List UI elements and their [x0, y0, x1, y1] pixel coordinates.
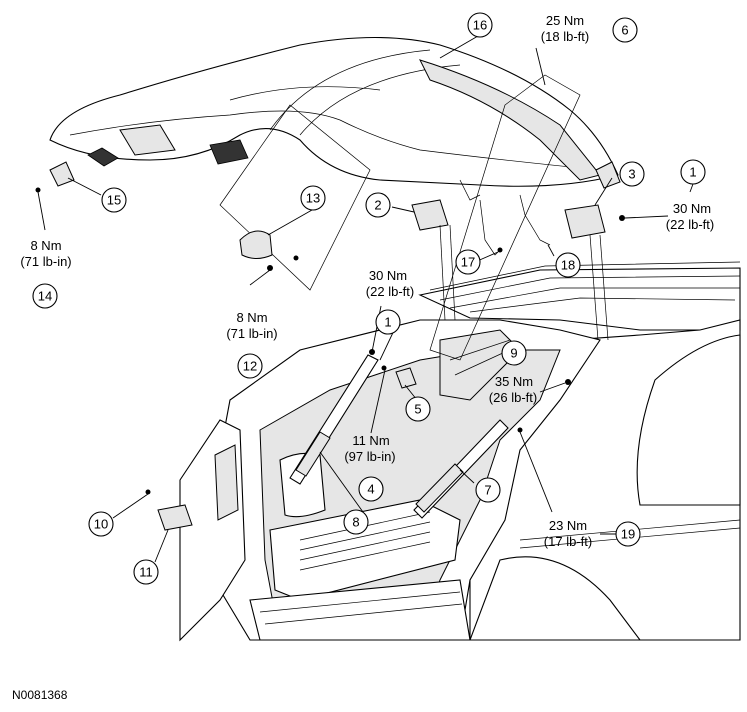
- torque-line: 8 Nm: [30, 238, 61, 253]
- rear-wheel-arch: [469, 556, 642, 641]
- bolt-item-19: [517, 427, 523, 433]
- bolt-item-13a: [293, 255, 299, 261]
- svg-text:13: 13: [306, 191, 320, 206]
- svg-text:8: 8: [352, 515, 359, 530]
- callout-18: 18: [555, 252, 581, 278]
- liftgate-corner-cap: [595, 161, 621, 189]
- callout-13: 13: [300, 185, 326, 211]
- hinges-and-fasteners: [35, 161, 625, 531]
- torque-line: 11 Nm: [352, 433, 389, 448]
- svg-text:4: 4: [367, 482, 374, 497]
- callout-15: 15: [101, 187, 127, 213]
- callout-1: 1: [680, 159, 706, 185]
- striker-area: [439, 329, 521, 401]
- svg-text:9: 9: [510, 346, 517, 361]
- bolt-item-1-upper: [619, 215, 625, 221]
- torque-line: (18 lb-ft): [541, 29, 589, 44]
- callout-5: 5: [405, 396, 431, 422]
- figure-code: N0081368: [12, 688, 68, 702]
- torque-line: (22 lb-ft): [666, 217, 714, 232]
- torque-line: 35 Nm: [495, 374, 533, 389]
- svg-text:7: 7: [484, 483, 491, 498]
- svg-text:3: 3: [628, 167, 635, 182]
- svg-text:6: 6: [621, 23, 628, 38]
- svg-text:19: 19: [621, 527, 635, 542]
- latch-handle-pocket: [87, 147, 119, 167]
- callouts: 16 6 3 1 2 15 13 17 18 14 1 12 9 5 4 7 8…: [32, 12, 706, 585]
- torque-line: 25 Nm: [546, 13, 584, 28]
- bumper-item-13: [239, 230, 273, 259]
- torque-line: 30 Nm: [673, 201, 711, 216]
- bolt-item-12: [267, 265, 273, 271]
- callout-1-lower: 1: [375, 309, 401, 335]
- callout-19: 19: [615, 521, 641, 547]
- bolt-item-14: [35, 187, 41, 193]
- torque-line: (71 lb-in): [226, 326, 277, 341]
- callout-3: 3: [619, 161, 645, 187]
- svg-text:15: 15: [107, 193, 121, 208]
- torque-line: 30 Nm: [369, 268, 407, 283]
- rear-camera-housing: [119, 124, 176, 156]
- latch-bracket-item-15: [49, 161, 75, 187]
- striker-item-11: [157, 504, 193, 531]
- callout-16: 16: [467, 12, 493, 38]
- callout-2: 2: [365, 192, 391, 218]
- torque-line: 8 Nm: [236, 310, 267, 325]
- tail-lamp: [214, 444, 239, 521]
- callout-6: 6: [612, 17, 638, 43]
- svg-text:1: 1: [689, 165, 696, 180]
- ball-stud-item-5: [395, 367, 417, 389]
- left-strut-body: [295, 431, 331, 477]
- callout-7: 7: [475, 477, 501, 503]
- callout-4: 4: [358, 476, 384, 502]
- svg-text:18: 18: [561, 258, 575, 273]
- callout-11: 11: [133, 559, 159, 585]
- liftgate-assembly: [49, 36, 621, 361]
- svg-text:12: 12: [243, 359, 257, 374]
- torque-line: (97 lb-in): [344, 449, 395, 464]
- torque-line: 23 Nm: [549, 518, 587, 533]
- torque-line: (17 lb-ft): [544, 534, 592, 549]
- quarter-trim-pocket: [279, 452, 326, 518]
- svg-text:14: 14: [38, 289, 52, 304]
- svg-text:11: 11: [139, 565, 153, 580]
- gas-struts: [289, 354, 509, 519]
- callout-10: 10: [88, 511, 114, 537]
- torque-line: (71 lb-in): [20, 254, 71, 269]
- right-hinge-item-3: [564, 204, 606, 239]
- svg-text:1: 1: [384, 315, 391, 330]
- bolt-item-4: [381, 365, 387, 371]
- svg-text:10: 10: [94, 517, 108, 532]
- callout-14: 14: [32, 283, 58, 309]
- right-strut-body: [415, 463, 464, 513]
- callout-9: 9: [501, 340, 527, 366]
- rear-side-window: [636, 334, 741, 506]
- torque-line: (26 lb-ft): [489, 390, 537, 405]
- svg-text:16: 16: [473, 18, 487, 33]
- callout-12: 12: [237, 353, 263, 379]
- callout-17: 17: [455, 249, 481, 275]
- left-hinge-item-2: [411, 199, 449, 231]
- callout-8: 8: [343, 509, 369, 535]
- svg-text:2: 2: [374, 198, 381, 213]
- torque-labels: 25 Nm (18 lb-ft) 30 Nm (22 lb-ft) 8 Nm (…: [20, 13, 714, 549]
- bolt-item-9: [565, 379, 571, 385]
- vehicle-body: [179, 261, 741, 642]
- svg-text:17: 17: [461, 255, 475, 270]
- torque-line: (22 lb-ft): [366, 284, 414, 299]
- license-lamp-pocket: [209, 139, 249, 165]
- bolt-item-10: [145, 489, 151, 495]
- svg-text:5: 5: [414, 402, 421, 417]
- rear-sill: [249, 579, 471, 641]
